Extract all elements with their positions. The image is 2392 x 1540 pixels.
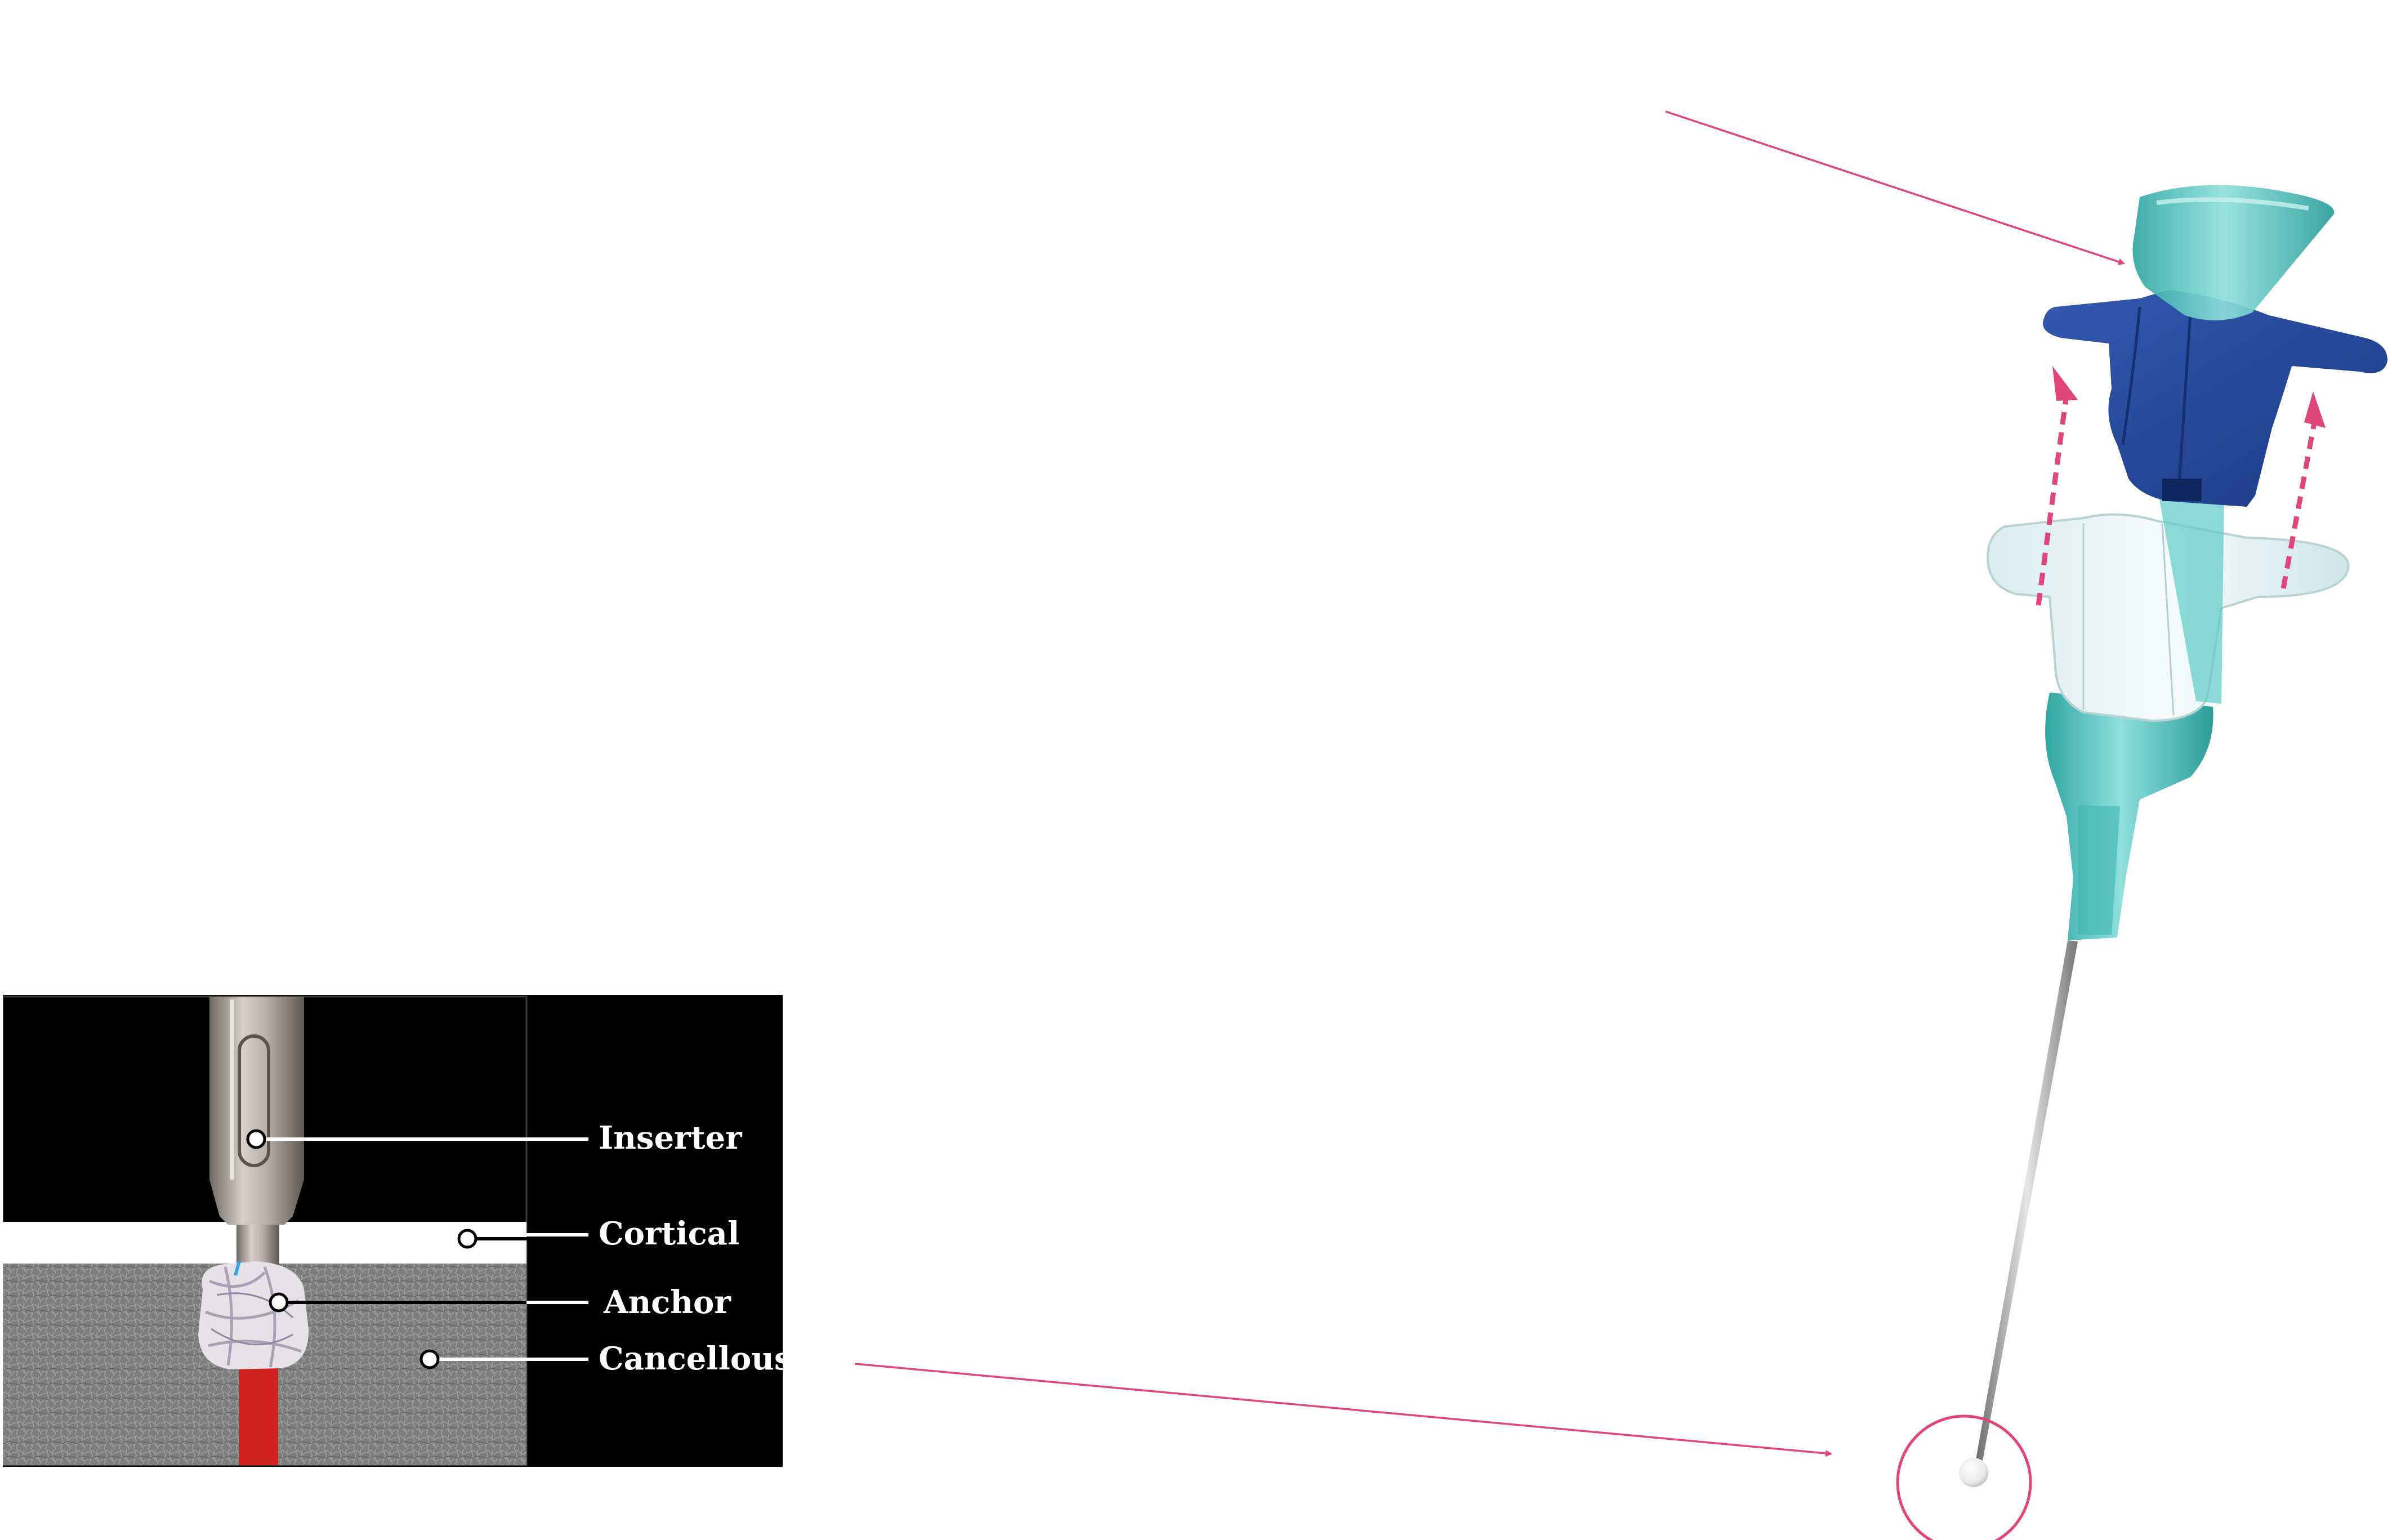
teal-funnel (2132, 185, 2335, 320)
blue-handle (2043, 290, 2387, 507)
label-inserter: Inserter (599, 1119, 743, 1157)
leader-anchor (269, 1292, 588, 1313)
needle-shaft (1975, 940, 2078, 1464)
tip-highlight-circle (1896, 1414, 2032, 1540)
leader-inserter (246, 1129, 588, 1149)
anchor-implant (198, 1261, 309, 1369)
label-anchor: Anchor (603, 1284, 731, 1321)
label-cortical: Cortical (599, 1215, 739, 1252)
suture-strand (239, 1363, 278, 1465)
leader-cortical (457, 1229, 588, 1249)
leader-cancellous (420, 1349, 588, 1369)
label-cancellous: Cancellous (599, 1340, 792, 1377)
anchor-ball-tip (1959, 1458, 1988, 1487)
teal-lower-body (2045, 693, 2214, 940)
pointer-arrow-bottom (854, 1363, 1832, 1457)
pull-direction-arrows (2036, 366, 2326, 606)
anchor-inserter-device (1959, 185, 2387, 1487)
pointer-arrow-top (1665, 110, 2125, 265)
anchor-inset-panel: Inserter Cortical Anchor Cancellous (3, 995, 792, 1467)
